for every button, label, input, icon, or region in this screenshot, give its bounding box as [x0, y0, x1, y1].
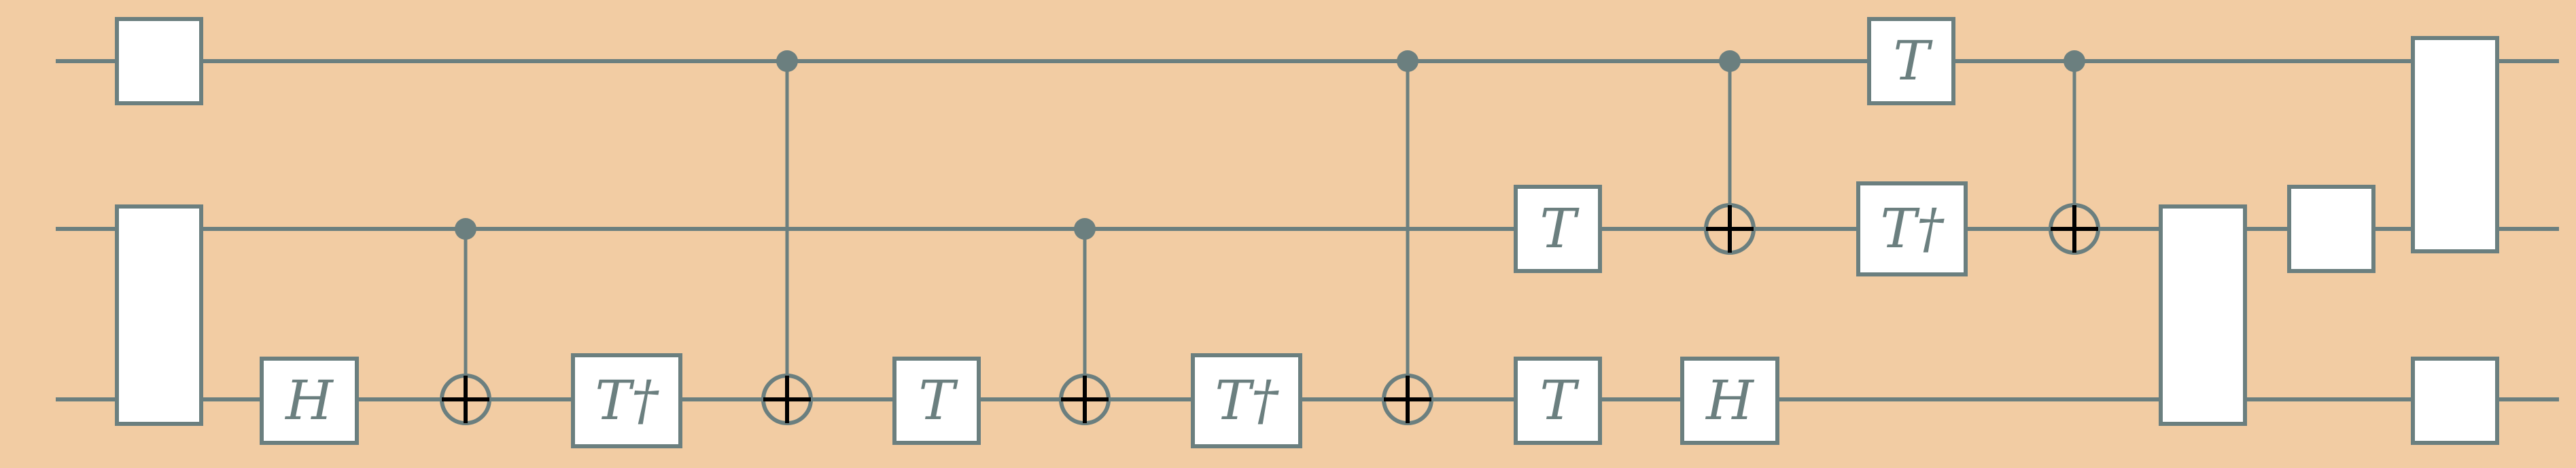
- gate-box-tall: [2411, 36, 2499, 253]
- cnot-target: [440, 374, 491, 425]
- cnot-target: [1059, 374, 1111, 425]
- control-dot: [1397, 50, 1418, 72]
- gate-label: T†: [1215, 369, 1279, 432]
- gate-tdagger: T†: [571, 353, 682, 448]
- gate-label: T: [918, 369, 958, 432]
- gate-box-tall: [2159, 204, 2247, 426]
- gate-box-tall: [115, 204, 203, 426]
- gate-label: H: [284, 369, 334, 432]
- control-dot: [776, 50, 798, 72]
- gate-label: T: [1539, 197, 1580, 260]
- gate-t: T: [892, 357, 981, 445]
- gate-h: H: [260, 357, 359, 445]
- gate-tdagger: T†: [1856, 181, 1968, 276]
- gate-label: T: [1539, 369, 1580, 432]
- cnot-target: [761, 374, 813, 425]
- control-dot: [1719, 50, 1741, 72]
- gate-box-blank: [115, 17, 203, 105]
- gate-box-blank: [2411, 357, 2499, 445]
- gate-t: T: [1514, 185, 1602, 273]
- gate-t: T: [1867, 17, 1955, 105]
- gate-label: T: [1893, 29, 1933, 92]
- gate-label: T†: [1880, 197, 1945, 260]
- gate-label: H: [1705, 369, 1755, 432]
- gate-tdagger: T†: [1191, 353, 1302, 448]
- gate-h: H: [1680, 357, 1779, 445]
- cnot-target: [2049, 203, 2100, 255]
- cnot-target: [1382, 374, 1433, 425]
- gate-label: T†: [595, 369, 659, 432]
- gate-t: T: [1514, 357, 1602, 445]
- control-dot: [455, 218, 476, 240]
- control-dot: [2064, 50, 2085, 72]
- gate-box-blank: [2287, 185, 2375, 273]
- cnot-target: [1704, 203, 1756, 255]
- control-dot: [1074, 218, 1096, 240]
